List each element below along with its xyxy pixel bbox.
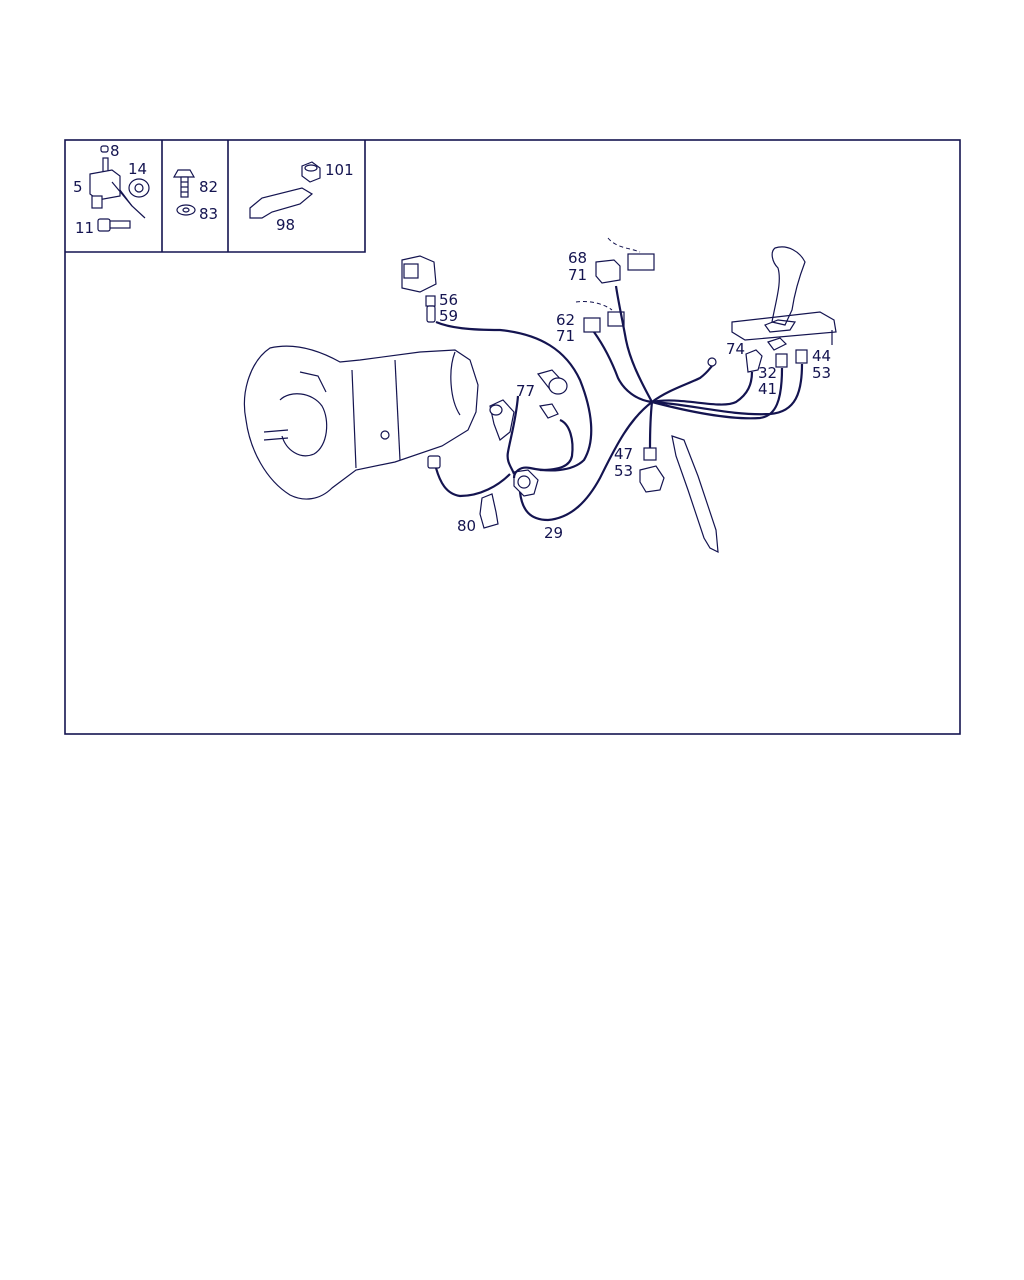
label-44: 44	[812, 347, 831, 365]
label-68: 68	[568, 249, 587, 267]
label-11: 11	[75, 219, 94, 237]
inset-bracket-nut	[249, 161, 321, 219]
label-8: 8	[110, 142, 120, 160]
label-80: 80	[457, 517, 476, 535]
transmission-housing	[243, 345, 479, 500]
diagram-frame	[64, 139, 961, 735]
label-71-lower: 71	[556, 327, 575, 345]
wiring-harness	[434, 285, 804, 522]
label-101: 101	[325, 161, 354, 179]
inset-valve-assembly	[89, 145, 150, 232]
label-62: 62	[556, 311, 575, 329]
part-labels: 8 14 5 11 82 83 101 98 68 71 56 59 62 71…	[73, 142, 831, 542]
label-56: 56	[439, 291, 458, 309]
label-83: 83	[199, 205, 218, 223]
label-71-upper: 71	[568, 266, 587, 284]
label-41: 41	[758, 380, 777, 398]
label-32: 32	[758, 364, 777, 382]
label-98: 98	[276, 216, 295, 234]
label-29: 29	[544, 524, 563, 542]
label-53-upper: 53	[812, 364, 831, 382]
connectors	[401, 237, 808, 529]
label-5: 5	[73, 178, 83, 196]
label-53-lower: 53	[614, 462, 633, 480]
label-14: 14	[128, 160, 147, 178]
inset-bolt-washer	[172, 169, 196, 216]
side-panel-bracket	[671, 435, 719, 554]
label-59: 59	[439, 307, 458, 325]
label-47: 47	[614, 445, 633, 463]
label-82: 82	[199, 178, 218, 196]
label-74: 74	[726, 340, 745, 358]
label-77: 77	[516, 382, 535, 400]
shift-lever-assembly	[731, 246, 837, 351]
